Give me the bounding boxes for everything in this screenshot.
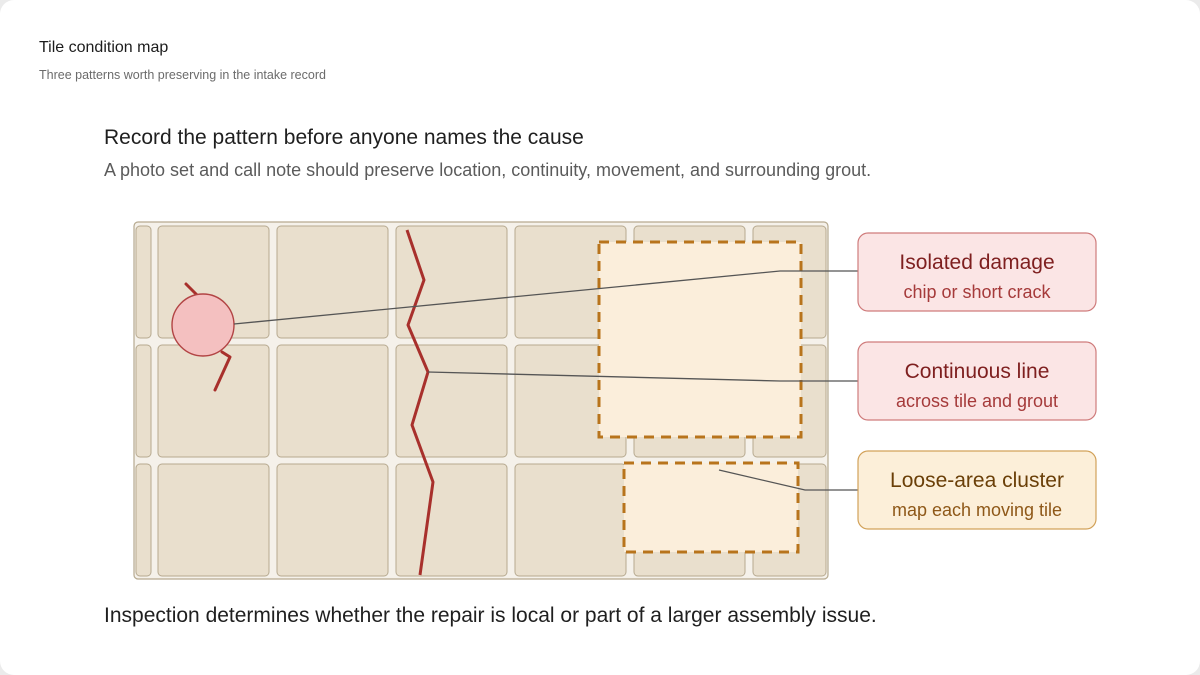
callout-desc: chip or short crack (903, 282, 1051, 302)
short-crack-lower (213, 350, 232, 392)
chip-marker (171, 293, 235, 357)
callout-isolated-damage: Isolated damage chip or short crack (857, 232, 1097, 312)
callout-desc: across tile and grout (896, 391, 1058, 411)
leader-loose-cluster (718, 469, 859, 491)
panel-title: Tile condition map (39, 39, 169, 56)
tile-r1-c0 (135, 344, 152, 458)
tile-r0-c3 (395, 225, 508, 339)
leader-isolated-damage (233, 270, 859, 325)
tile-r0-c0 (135, 225, 152, 339)
loose-zone-upper (597, 240, 803, 439)
callout-desc: map each moving tile (892, 500, 1062, 520)
footer-note: Inspection determines whether the repair… (104, 604, 877, 627)
headline: Record the pattern before anyone names t… (104, 126, 584, 149)
tile-r0-c2 (276, 225, 389, 339)
callout-title: Loose-area cluster (890, 469, 1064, 492)
tile-r1-c3 (395, 344, 508, 458)
tile-r2-c2 (276, 463, 389, 577)
tile-r2-c3 (395, 463, 508, 577)
panel-subtitle: Three patterns worth preserving in the i… (39, 68, 326, 82)
callout-continuous-line: Continuous line across tile and grout (857, 341, 1097, 421)
callout-title: Isolated damage (899, 251, 1054, 274)
loose-zone-lower (622, 461, 800, 554)
tile-r2-c1 (157, 463, 270, 577)
short-crack-upper (184, 282, 199, 297)
tile-r1-c1 (157, 344, 270, 458)
callout-title: Continuous line (905, 360, 1050, 383)
tile-r2-c4 (514, 463, 627, 577)
tile-r2-c0 (135, 463, 152, 577)
tile-r1-c2 (276, 344, 389, 458)
callout-loose-area-cluster: Loose-area cluster map each moving tile (857, 450, 1097, 530)
leader-continuous-line (427, 371, 859, 382)
subline: A photo set and call note should preserv… (104, 160, 872, 180)
